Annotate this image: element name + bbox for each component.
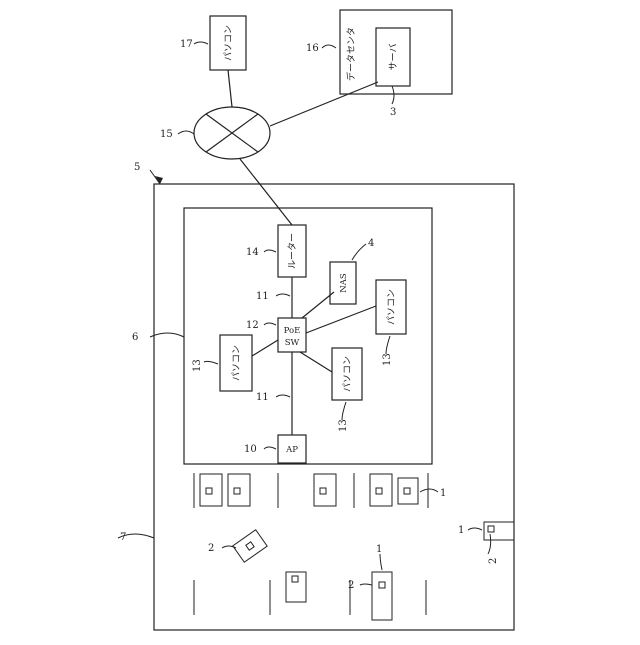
tag-rotated	[233, 530, 267, 562]
office-pc-left-label: パソコン	[231, 345, 242, 381]
ref-13-bottom: 13	[338, 419, 349, 432]
router-node: ルーター	[278, 225, 306, 277]
terminal-upper-3	[314, 474, 336, 506]
facility-boundary	[154, 184, 514, 630]
office-pc-bottom-label: パソコン	[342, 356, 353, 392]
poe-switch-node: PoE SW	[278, 318, 306, 352]
nas-node: NAS	[330, 262, 356, 304]
ref-15: 15	[160, 129, 173, 140]
link-switch-pc-right	[306, 306, 376, 333]
link-network-router	[240, 159, 292, 225]
ref-10: 10	[244, 444, 257, 455]
ref-2-right: 2	[488, 558, 499, 564]
ref-2-lower: 2	[348, 580, 354, 591]
ref-7: 7	[120, 532, 126, 543]
ref-4: 4	[368, 238, 374, 249]
datacenter-label: データセンタ	[345, 27, 357, 81]
terminal-lower-1	[286, 572, 306, 602]
remote-pc-node: パソコン	[210, 16, 246, 70]
nas-label: NAS	[339, 273, 349, 293]
link-switch-pc-left	[252, 340, 278, 356]
ref-11-lower: 11	[256, 392, 269, 403]
ref-3: 3	[390, 107, 396, 118]
office-pc-bottom: パソコン	[332, 348, 362, 400]
terminal-upper-1	[200, 474, 222, 506]
remote-pc-label: パソコン	[223, 25, 234, 61]
terminal-upper-4	[370, 474, 392, 506]
ref-1-upper: 1	[440, 488, 446, 499]
poe-switch-label-1: PoE	[284, 326, 301, 336]
ref-14: 14	[246, 247, 259, 258]
link-switch-pc-bottom	[300, 352, 332, 372]
terminal-right	[484, 522, 514, 540]
ref-12: 12	[246, 320, 259, 331]
datacenter-node: データセンタ サーバ	[340, 10, 452, 94]
ref-1-lower: 1	[376, 544, 382, 555]
server-label: サーバ	[388, 44, 399, 71]
ap-label: AP	[285, 445, 298, 455]
ref-11-upper: 11	[256, 291, 269, 302]
ref-5: 5	[134, 162, 140, 173]
network-cloud	[194, 107, 270, 159]
ref-16: 16	[306, 43, 319, 54]
office-pc-right-label: パソコン	[386, 289, 397, 325]
link-switch-nas	[302, 292, 334, 318]
ref-1-right: 1	[458, 525, 464, 536]
ref-13-left: 13	[192, 359, 203, 372]
ref-17: 17	[180, 39, 193, 50]
ref-13-right: 13	[382, 353, 393, 366]
office-pc-left: パソコン	[220, 335, 252, 391]
router-label: ルーター	[287, 233, 298, 269]
terminal-lower-2	[372, 572, 392, 620]
poe-switch-label-2: SW	[285, 338, 300, 348]
desk-lines	[194, 473, 428, 615]
link-network-server	[270, 82, 378, 126]
ref-2-rotated: 2	[208, 543, 214, 554]
ap-node: AP	[278, 435, 306, 463]
terminal-upper-2	[228, 474, 250, 506]
office-pc-right: パソコン	[376, 280, 406, 334]
link-remote-pc-network	[228, 70, 232, 107]
ref-6: 6	[132, 332, 138, 343]
terminal-upper-5	[398, 478, 418, 504]
